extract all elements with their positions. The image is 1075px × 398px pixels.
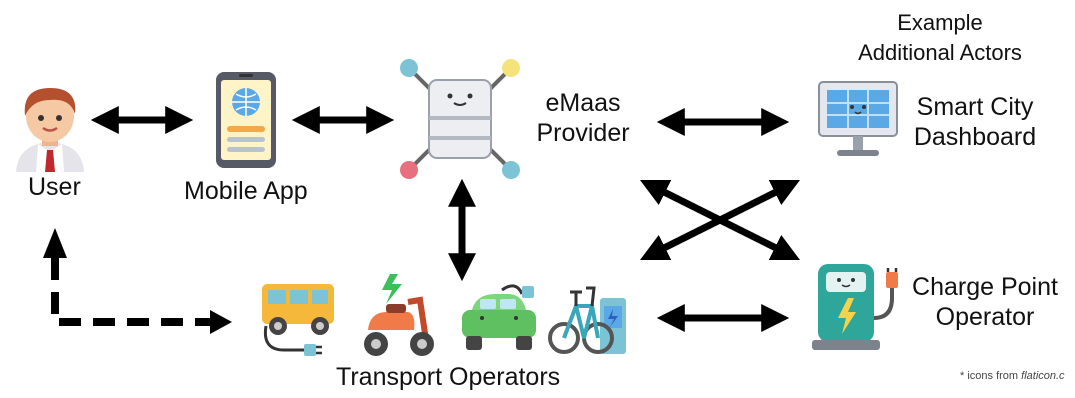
- user-label: User: [28, 173, 81, 201]
- smart-city-dashboard-label: Smart City Dashboard: [905, 92, 1045, 152]
- mobile-app-label: Mobile App: [184, 177, 308, 205]
- icon-credit-source: flaticon.c: [1021, 370, 1065, 382]
- emaas-provider-label: eMaas Provider: [528, 88, 638, 148]
- electric-car-icon: [462, 284, 536, 350]
- user-icon: [16, 88, 84, 172]
- transport-operators-label: Transport Operators: [336, 363, 561, 391]
- charging-station-icon: [812, 264, 898, 350]
- server-hub-icon: [400, 59, 520, 179]
- smart-city-line1: Smart City: [916, 93, 1034, 121]
- emaas-provider-line1: eMaas: [545, 89, 621, 117]
- additional-actors-header: Example Additional Actors: [830, 8, 1050, 68]
- arrow-cross-2: [639, 179, 801, 261]
- charge-point-operator-label: Charge Point Operator: [905, 272, 1065, 332]
- emaas-provider-line2: Provider: [536, 119, 630, 147]
- smart-city-line2: Dashboard: [913, 123, 1037, 151]
- icon-credit: * icons from flaticon.c: [960, 370, 1065, 382]
- arrow-user-transport-dashed: [51, 258, 210, 326]
- additional-actors-line2: Additional Actors: [858, 40, 1022, 65]
- electric-bike-icon: [548, 286, 626, 354]
- charge-point-line1: Charge Point: [912, 273, 1058, 301]
- additional-actors-line1: Example: [897, 10, 983, 35]
- mobile-app-icon: [216, 72, 276, 168]
- camper-van-icon: [262, 284, 334, 356]
- charge-point-line2: Operator: [935, 303, 1035, 331]
- electric-scooter-icon: [364, 274, 434, 356]
- dashboard-monitor-icon: [818, 81, 898, 156]
- icon-credit-prefix: * icons from: [960, 370, 1022, 382]
